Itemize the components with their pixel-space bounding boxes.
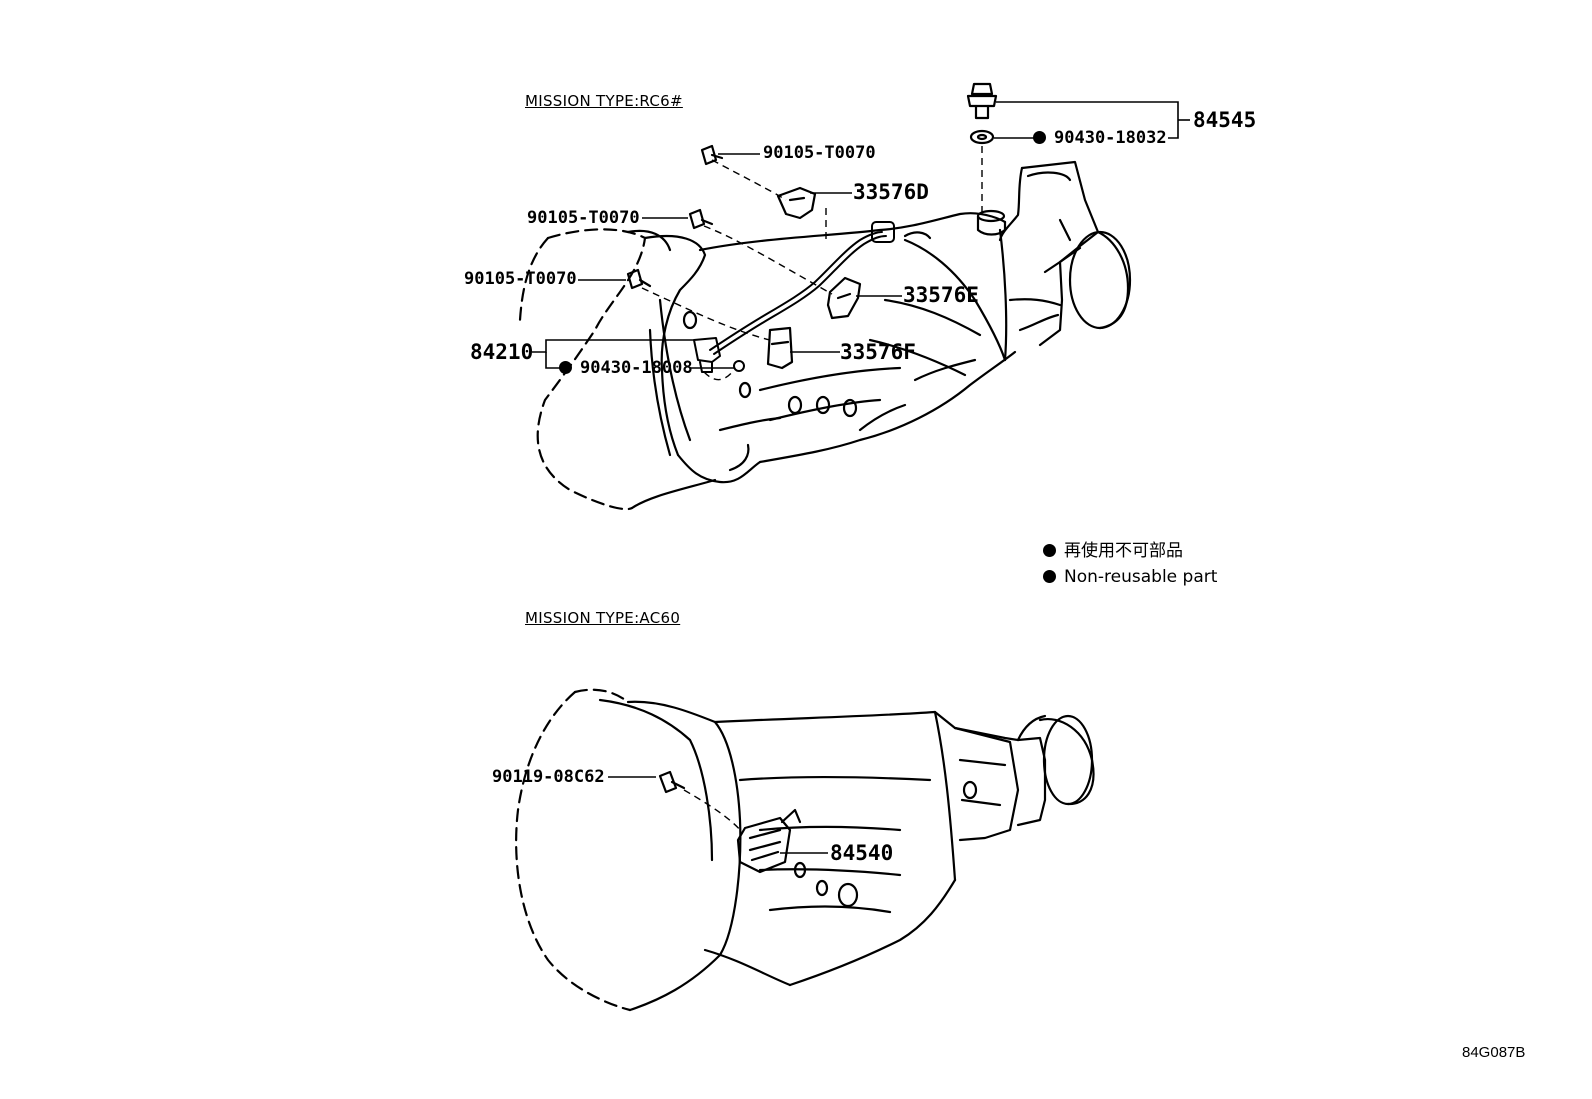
part-number-sensor-84210: 84210 xyxy=(470,340,534,364)
legend-en-text: Non-reusable part xyxy=(1064,567,1218,587)
non-reusable-dot-icon xyxy=(1043,544,1056,557)
transmission-rc6-drawing xyxy=(518,160,1132,511)
part-number-clamp-e: 33576E xyxy=(903,283,979,307)
transmission-ac60-drawing xyxy=(515,688,1095,1012)
diagram-code: 84G087B xyxy=(1462,1044,1526,1061)
part-number-sensor-gasket: 90430-18008 xyxy=(559,360,693,377)
part-number-switch-84540: 84540 xyxy=(830,841,894,865)
section-title-rc6: MISSION TYPE:RC6# xyxy=(525,92,683,110)
non-reusable-dot-icon xyxy=(559,361,572,374)
part-number-bolt-left: 90105-T0070 xyxy=(464,269,577,289)
part-number-clamp-d: 33576D xyxy=(853,180,929,204)
wire-harness-rc6 xyxy=(693,221,895,373)
part-number-bolt-ac60: 90119-08C62 xyxy=(492,767,605,787)
part-number-clamp-f: 33576F xyxy=(840,340,916,364)
part-number-switch-84545: 84545 xyxy=(1193,108,1257,132)
part-number-bolt-mid: 90105-T0070 xyxy=(527,208,640,228)
legend-jp-text: 再使用不可部品 xyxy=(1064,541,1183,561)
non-reusable-dot-icon xyxy=(1043,570,1056,583)
legend-en: Non-reusable part xyxy=(1043,569,1217,586)
section-title-ac60: MISSION TYPE:AC60 xyxy=(525,609,681,627)
part-number-switch-gasket: 90430-18032 xyxy=(1033,130,1167,147)
switch-84545-drawing xyxy=(966,82,998,145)
clamp-brackets-rc6 xyxy=(766,186,862,370)
sensor-gasket-label: 90430-18008 xyxy=(580,358,693,378)
non-reusable-dot-icon xyxy=(1033,131,1046,144)
bolts-rc6 xyxy=(626,144,724,290)
switch-gasket-label: 90430-18032 xyxy=(1054,128,1167,148)
part-number-bolt-top: 90105-T0070 xyxy=(763,143,876,163)
legend-jp: 再使用不可部品 xyxy=(1043,543,1183,560)
